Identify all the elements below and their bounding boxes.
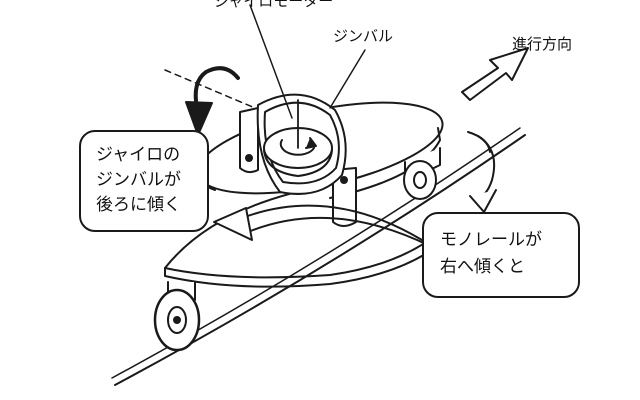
callout-monorail-line-1: モノレールが [440, 230, 542, 250]
callout-gimbal-line-2: ジンバルが [96, 170, 181, 190]
cause-arrow [213, 204, 431, 247]
direction-arrow [461, 47, 529, 101]
gyro-rotor [263, 99, 333, 177]
callout-monorail-tilt [422, 212, 580, 298]
callout-gimbal-line-1: ジャイロの [96, 145, 181, 165]
gimbal-label: ジンバル [333, 27, 394, 45]
callout-gimbal-line-3: 後ろに傾く [96, 195, 181, 215]
gyro-motor-label: ジャイロモーター [214, 0, 334, 10]
callout-monorail-line-2: 右へ傾くと [440, 257, 525, 277]
callout-gimbal-tilt [79, 130, 209, 232]
gimbal-support-left [239, 107, 259, 174]
wheel-rear [153, 281, 201, 352]
leader-gimbal [329, 49, 366, 109]
gimbal-axis [164, 69, 256, 109]
leader-gyro-motor [249, 4, 293, 119]
direction-label: 進行方向 [512, 35, 573, 53]
wheel-front [403, 147, 441, 200]
gimbal-tilt-arrow [185, 66, 240, 136]
